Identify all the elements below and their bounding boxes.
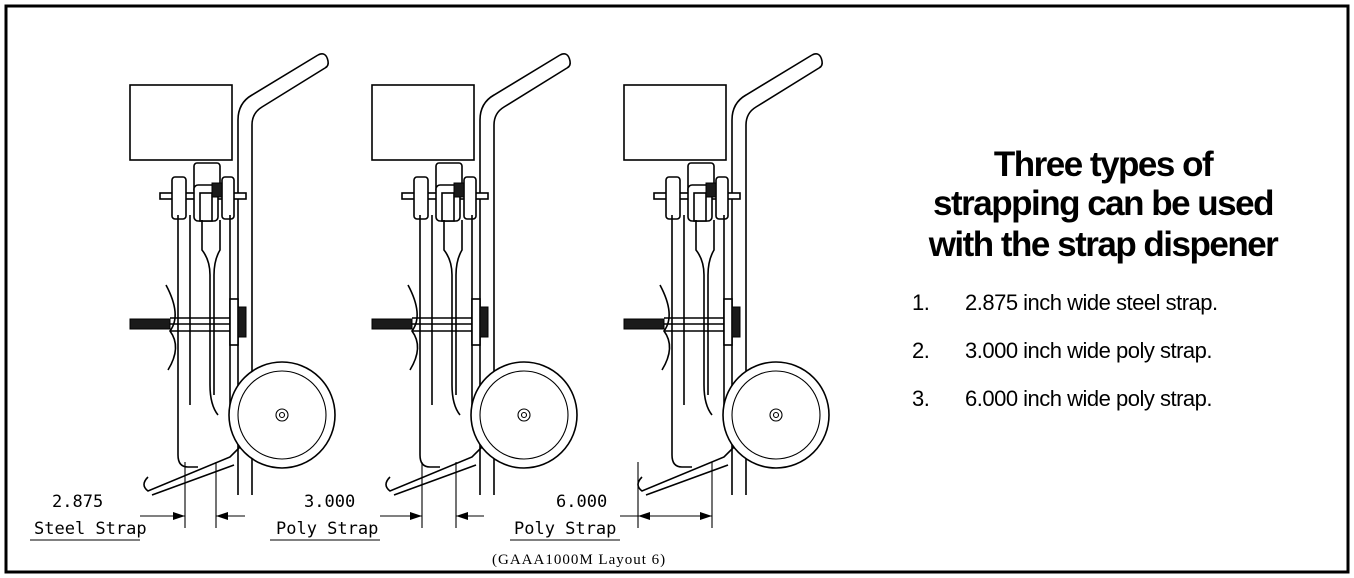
dimension-value-1: 2.875 [52,492,103,512]
list-item-text: 2.875 inch wide steel strap. [965,290,1218,315]
dimension-label-1: Steel Strap [34,519,147,539]
heading-line-2: strapping can be used [933,184,1273,223]
dimension-callout-3: 6.000 Poly Strap [510,462,713,541]
dimension-value-3: 6.000 [556,492,607,512]
list-item-number: 2. [912,338,929,363]
dimension-value-2: 3.000 [304,492,355,512]
heading-line-3: with the strap dispener [928,225,1279,264]
dimension-label-2: Poly Strap [276,519,378,539]
heading-line-1: Three types of [994,145,1214,184]
dispenser-drawing-steel [129,53,336,496]
list-item-text: 6.000 inch wide poly strap. [965,386,1212,411]
sheet-border [4,4,1350,574]
dispenser-drawing-poly-3 [371,53,578,496]
list-item-number: 1. [912,290,929,315]
dispenser-drawing-poly-6 [623,53,830,496]
drawing-caption: (GAAA1000M Layout 6) [492,552,666,568]
dimension-callout-1: 2.875 Steel Strap [30,462,245,541]
strap-type-list: 1. 2.875 inch wide steel strap. 2. 3.000… [912,290,1218,411]
list-item-text: 3.000 inch wide poly strap. [965,338,1212,363]
dimension-label-3: Poly Strap [514,519,616,539]
dimension-callout-2: 3.000 Poly Strap [270,462,484,541]
list-item-number: 3. [912,386,929,411]
